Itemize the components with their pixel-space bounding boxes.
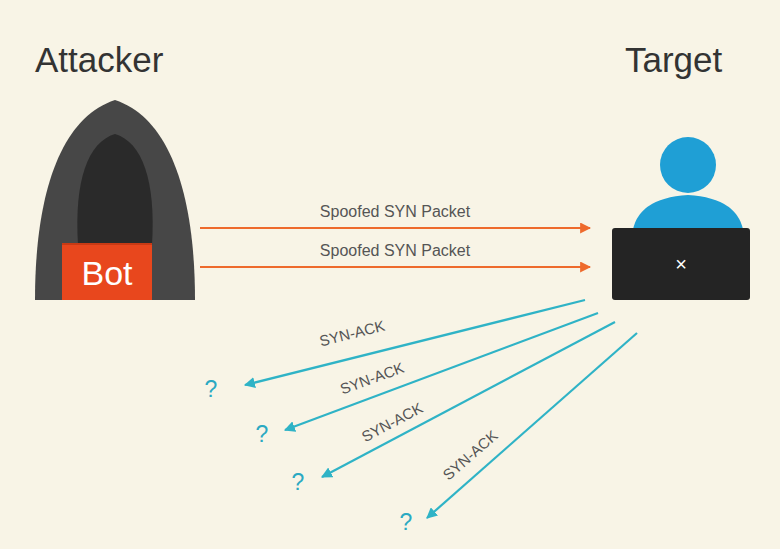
- syn-ack-arrow: [245, 300, 585, 385]
- hood-silhouette: [35, 100, 195, 300]
- figure-heading: Attacker: [35, 42, 163, 77]
- unknown-host-mark: ?: [256, 423, 269, 446]
- spoofed-packet-arrow: [200, 227, 590, 229]
- packet-label: SYN-ACK: [359, 400, 425, 445]
- spoofed-packet-arrow: [200, 266, 590, 268]
- packet-label: Spoofed SYN Packet: [320, 204, 470, 220]
- figure-heading: Target: [625, 42, 722, 77]
- bot-box: Bot: [62, 243, 152, 300]
- hood-face: [77, 134, 152, 245]
- syn-ack-arrow: [285, 313, 598, 430]
- packet-label: SYN-ACK: [338, 360, 406, 397]
- target-figure: Target ×: [590, 30, 760, 305]
- unknown-host-mark: ?: [292, 471, 305, 494]
- attacker-figure: AttackerBot: [30, 30, 200, 305]
- syn-ack-arrow: [427, 333, 637, 518]
- unknown-host-mark: ?: [400, 511, 413, 534]
- packet-label: SYN-ACK: [318, 318, 386, 349]
- screen-mark: ×: [675, 254, 687, 274]
- packet-label: Spoofed SYN Packet: [320, 243, 470, 259]
- user-head: [660, 137, 716, 193]
- unknown-host-mark: ?: [205, 378, 218, 401]
- bot-label: Bot: [81, 256, 132, 290]
- packet-label: SYN-ACK: [440, 427, 500, 482]
- laptop-screen: ×: [612, 228, 750, 300]
